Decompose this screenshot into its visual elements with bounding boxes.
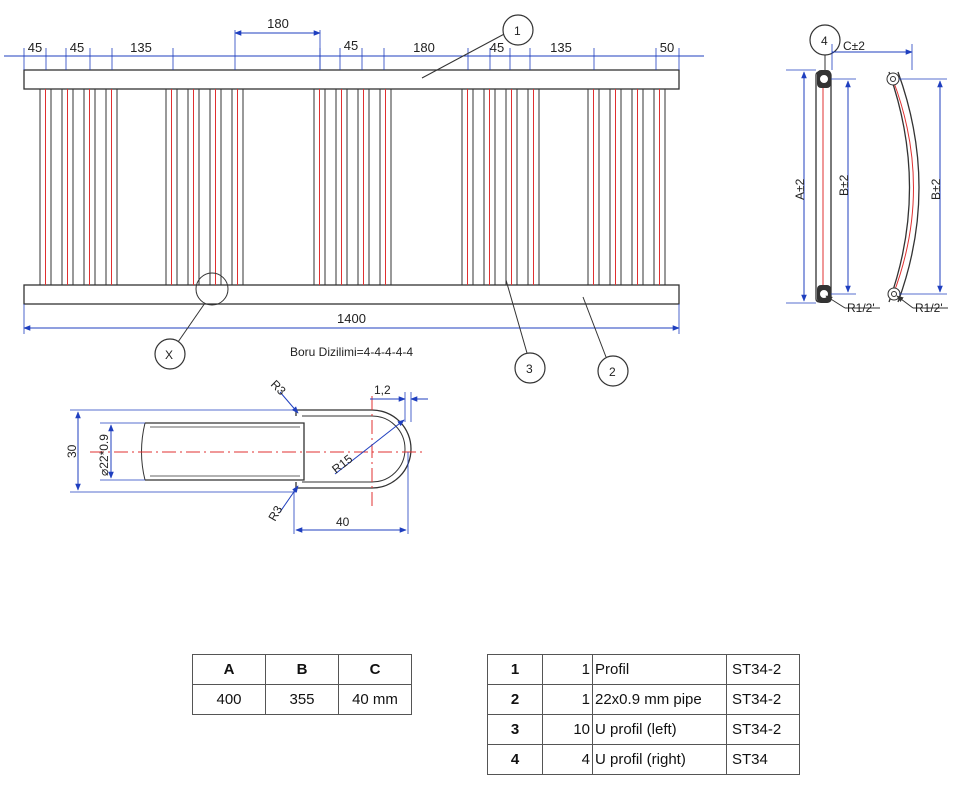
top-collector	[23, 69, 680, 90]
part-qty: 10	[542, 714, 593, 745]
dim-c-label: C±2	[843, 39, 865, 53]
part-no: 4	[487, 744, 543, 775]
table-row: 3 10 U profil (left) ST34-2	[487, 714, 800, 745]
side-view: 4 C±2 A±2 B±2 R1/2' B±2	[786, 24, 948, 315]
part-desc: U profil (left)	[592, 714, 727, 745]
callout-x	[154, 338, 186, 370]
callout-3-label: 3	[526, 362, 533, 376]
dimensions-value-row: 400 355 40 mm	[192, 684, 412, 715]
dimensions-table: A B C 400 355 40 mm	[192, 654, 412, 715]
value-c: 40 mm	[338, 684, 412, 715]
callout-1-label: 1	[514, 24, 521, 38]
part-material: ST34-2	[726, 714, 800, 745]
dimensions-header-row: A B C	[192, 654, 412, 685]
parts-table: 1 1 Profil ST34-2 2 1 22x0.9 mm pipe ST3…	[487, 654, 800, 775]
callout-1	[502, 14, 534, 46]
part-material: ST34	[726, 744, 800, 775]
top-dim-label: 45	[70, 40, 84, 55]
side-curved-profile	[888, 71, 911, 303]
part-no: 1	[487, 654, 543, 685]
callout-4-label: 4	[821, 34, 828, 48]
tube-arrangement-note: Boru Dizilimi=4-4-4-4-4	[290, 345, 413, 359]
table-row: 4 4 U profil (right) ST34	[487, 744, 800, 775]
part-qty: 1	[542, 654, 593, 685]
callout-3	[514, 352, 546, 384]
top-dim-label: 45	[344, 38, 358, 53]
part-qty: 4	[542, 744, 593, 775]
front-view: 45 45 135 180 45 180 45 135 50 1400 Boru Dizilim…	[4, 14, 704, 387]
part-no: 3	[487, 714, 543, 745]
dim-b-left-label: B±2	[837, 174, 851, 196]
value-b: 355	[265, 684, 339, 715]
top-dim-label: 135	[130, 40, 152, 55]
top-dim-label: 135	[550, 40, 572, 55]
part-desc: U profil (right)	[592, 744, 727, 775]
top-dim-label: 180	[413, 40, 435, 55]
detail-height-label: 30	[65, 444, 79, 458]
part-desc: Profil	[592, 654, 727, 685]
callout-2-label: 2	[609, 365, 616, 379]
top-dim-label: 45	[490, 40, 504, 55]
callout-2	[597, 355, 629, 387]
value-a: 400	[192, 684, 266, 715]
header-b: B	[265, 654, 339, 685]
dim-b-right-label: B±2	[929, 178, 943, 200]
thread-right-label: R1/2'	[915, 301, 943, 315]
detail-pipe-label: ⌀22*0.9	[97, 434, 111, 476]
table-row: 1 1 Profil ST34-2	[487, 654, 800, 685]
dim-a-label: A±2	[793, 178, 807, 200]
detail-wall-label: 1,2	[374, 383, 391, 397]
top-dim-label: 180	[267, 16, 289, 31]
overall-width-label: 1400	[337, 311, 366, 326]
part-material: ST34-2	[726, 684, 800, 715]
bottom-collector	[23, 284, 680, 305]
header-a: A	[192, 654, 266, 685]
top-dim-label: 50	[660, 40, 674, 55]
part-material: ST34-2	[726, 654, 800, 685]
detail-r3-top-label: R3	[268, 377, 289, 398]
technical-drawing: 45 45 135 180 45 180 45 135 50 1400 Boru Dizilim…	[4, 14, 948, 534]
part-desc: 22x0.9 mm pipe	[592, 684, 727, 715]
top-dim-label: 45	[28, 40, 42, 55]
detail-x-marker	[195, 272, 229, 306]
header-c: C	[338, 654, 412, 685]
table-row: 2 1 22x0.9 mm pipe ST34-2	[487, 684, 800, 715]
detail-view: 30 ⌀22*0.9 R3 R3 R15 1,2 40	[65, 377, 428, 534]
callout-x-label: X	[165, 348, 173, 362]
part-no: 2	[487, 684, 543, 715]
detail-r3-bottom-label: R3	[265, 503, 285, 524]
detail-r15-label: R15	[329, 452, 355, 477]
tube-group	[39, 88, 666, 286]
thread-left-label: R1/2'	[847, 301, 875, 315]
detail-length-label: 40	[336, 515, 350, 529]
part-qty: 1	[542, 684, 593, 715]
